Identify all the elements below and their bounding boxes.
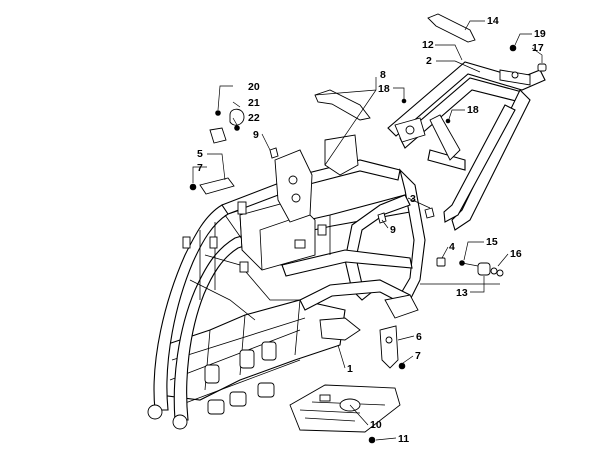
callout-6: 6 [416,331,422,343]
callout-12: 12 [422,39,434,51]
nut-4 [436,257,446,267]
bolt-11 [368,436,376,444]
bolt-15-head [459,260,465,266]
bushing-14 [477,262,491,276]
main-frame [147,134,426,430]
callout-7a: 7 [197,162,203,174]
callout-1: 1 [347,363,353,375]
callout-7b: 7 [415,350,421,362]
bracket-22 [209,127,227,144]
callout-18a: 18 [378,83,390,95]
callout-15: 15 [486,236,498,248]
callout-10: 10 [370,419,382,431]
callout-19: 19 [534,28,546,40]
callout-9b: 9 [390,224,396,236]
clamp-20 [229,108,245,126]
bracket-8 [314,89,371,121]
bolt-7a [189,183,197,191]
bracket-5 [199,177,235,195]
skid-plate-10 [289,384,401,433]
washer-16a [490,267,498,275]
leader-lines [192,20,543,441]
rear-subframe [387,61,546,231]
callout-18b: 18 [467,104,479,116]
callout-5: 5 [197,148,203,160]
bolt-9a [269,147,279,159]
bracket-6-hole [385,336,393,344]
bolt-3 [424,207,435,219]
nut-19 [509,44,517,52]
callout-2: 2 [426,55,432,67]
screw-21 [215,110,221,116]
callout-3: 3 [410,193,416,205]
callout-9a: 9 [253,129,259,141]
callout-21: 20 [248,81,260,93]
callout-14: 13 [456,287,468,299]
callout-labels: 14 12 2 19 17 8 18 18 20 21 22 9 5 7 3 9… [197,15,546,445]
spacer-17 [537,63,547,72]
bracket-13 [427,13,476,43]
callout-16: 16 [510,248,522,260]
screw-18b [445,118,451,124]
bolt-7b [398,362,406,370]
bracket-6 [379,325,399,369]
callout-20: 21 [248,97,260,109]
bolt-9b [377,212,387,224]
callout-11: 11 [398,433,409,445]
nut-22 [234,125,240,131]
callout-22: 22 [248,112,260,124]
washer-16b [496,269,504,277]
callout-8: 8 [380,69,386,81]
callout-13: 14 [487,15,499,27]
callout-17: 17 [532,42,544,54]
callout-4: 4 [449,241,455,253]
screw-18a [401,98,407,104]
